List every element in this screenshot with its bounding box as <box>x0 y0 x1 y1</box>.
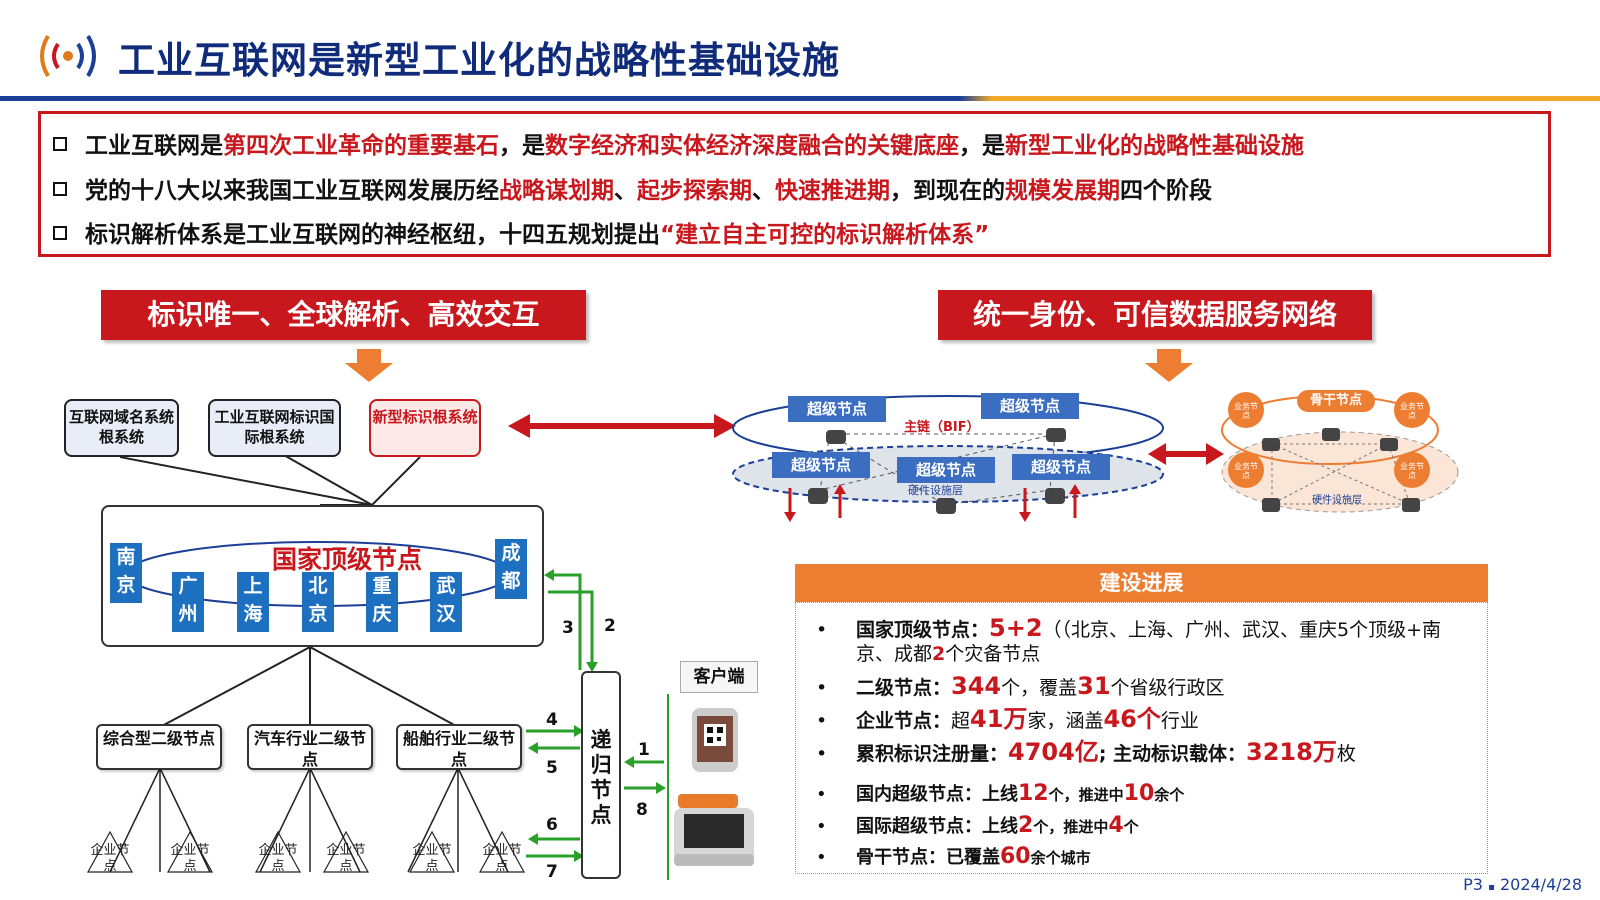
page-title: 工业互联网是新型工业化的战略性基础设施 <box>118 39 840 82</box>
hardware-layer-label: 硬件设施层 <box>908 484 963 497</box>
super-node-label: 超级节点 <box>772 452 870 478</box>
banner-right: 统一身份、可信数据服务网络 <box>938 290 1372 340</box>
node-chengdu: 成都 <box>495 539 527 599</box>
secondary-node-general: 综合型二级节点 <box>96 724 222 770</box>
root-dns: 互联网域名系统根系统 <box>64 399 179 457</box>
footer-separator: ▪ <box>1488 882 1495 893</box>
footer-date: 2024/4/28 <box>1499 875 1582 894</box>
node-wuhan: 武汉 <box>430 572 462 632</box>
intro-line-1: 工业互联网是第四次工业革命的重要基石，是数字经济和实体经济深度融合的关键底座，是… <box>53 126 1304 160</box>
enterprise-node-label: 企业节点 <box>326 843 366 874</box>
progress-item-backbone: •骨干节点：已覆盖60余个城市 <box>816 844 1091 869</box>
business-node-label: 业务节点 <box>1234 462 1258 480</box>
progress-item-domestic-super: •国内超级节点：上线12个，推进中10余个 <box>816 781 1185 806</box>
progress-item-secondary: •二级节点：344个，覆盖31个省级行政区 <box>816 672 1225 700</box>
secondary-node-ship: 船舶行业二级节点 <box>396 724 522 770</box>
client-label: 客户端 <box>680 661 758 693</box>
step-number: 4 <box>546 710 558 730</box>
root-new-identifier: 新型标识根系统 <box>369 399 481 457</box>
banner-left: 标识唯一、全球解析、高效交互 <box>101 290 586 340</box>
step-number: 6 <box>546 815 558 835</box>
super-node-label: 超级节点 <box>897 457 995 483</box>
node-shanghai: 上海 <box>237 572 269 632</box>
intro-box: 工业互联网是第四次工业革命的重要基石，是数字经济和实体经济深度融合的关键底座，是… <box>38 111 1551 257</box>
super-node-label: 超级节点 <box>981 393 1079 419</box>
main-chain-label: 主链（BIF） <box>904 420 980 435</box>
enterprise-node-label: 企业节点 <box>258 843 298 874</box>
business-node-label: 业务节点 <box>1400 462 1424 480</box>
step-number: 2 <box>604 616 616 636</box>
signal-icon <box>32 28 104 84</box>
national-title: 国家顶级节点 <box>272 545 423 574</box>
progress-item-national: •国家顶级节点：5+2（（北京、上海、广州、武汉、重庆5个顶级+南 <box>816 614 1442 642</box>
progress-item-registration: •累积标识注册量：4704亿; 主动标识载体：3218万枚 <box>816 738 1356 766</box>
enterprise-node-label: 企业节点 <box>170 843 210 874</box>
recursive-node-box <box>581 671 621 879</box>
step-number: 7 <box>546 862 558 882</box>
step-number: 3 <box>562 618 574 638</box>
progress-item-national-cont: 京、成都2个灾备节点 <box>856 643 1041 665</box>
phone-icon <box>688 706 746 774</box>
page-number: P3 <box>1463 875 1483 894</box>
intro-line-2: 党的十八大以来我国工业互联网发展历经战略谋划期、起步探索期、快速推进期，到现在的… <box>53 171 1212 205</box>
down-arrow-icon <box>345 349 393 382</box>
step-number: 1 <box>638 740 650 760</box>
node-chongqing: 重庆 <box>366 572 398 632</box>
footer: P3 ▪ 2024/4/28 <box>1463 875 1582 894</box>
enterprise-node-label: 企业节点 <box>412 843 452 874</box>
pos-terminal-icon <box>672 784 758 874</box>
checkbox-square-icon <box>53 182 67 196</box>
title-divider <box>0 96 1600 101</box>
enterprise-node-label: 企业节点 <box>482 843 522 874</box>
root-industrial-international: 工业互联网标识国际根系统 <box>208 399 341 457</box>
down-arrow-icon <box>1145 349 1193 382</box>
checkbox-square-icon <box>53 137 67 151</box>
node-nanjing: 南京 <box>110 543 142 603</box>
super-node-label: 超级节点 <box>788 396 886 422</box>
business-node-label: 业务节点 <box>1234 402 1258 420</box>
checkbox-square-icon <box>53 226 67 240</box>
business-node-label: 业务节点 <box>1400 402 1424 420</box>
super-node-label: 超级节点 <box>1012 454 1110 480</box>
secondary-node-auto: 汽车行业二级节点 <box>247 724 373 770</box>
hardware-layer-label-right: 硬件设施层 <box>1312 495 1362 506</box>
step-number: 8 <box>636 800 648 820</box>
node-guangzhou: 广州 <box>172 572 204 632</box>
national-top-level-box <box>101 505 544 647</box>
enterprise-node-label: 企业节点 <box>90 843 130 874</box>
step-number: 5 <box>546 758 558 778</box>
progress-item-enterprise: •企业节点：超41万家，涵盖46个行业 <box>816 705 1199 733</box>
recursive-node-label: 递归节点 <box>590 728 612 827</box>
progress-item-international-super: •国际超级节点：上线2个，推进中4个 <box>816 813 1139 838</box>
progress-panel: •国家顶级节点：5+2（（北京、上海、广州、武汉、重庆5个顶级+南 京、成都2个… <box>795 602 1488 874</box>
backbone-node-label: 骨干节点 <box>1297 390 1375 412</box>
node-beijing: 北京 <box>302 572 334 632</box>
intro-line-3: 标识解析体系是工业互联网的神经枢纽，十四五规划提出“建立自主可控的标识解析体系” <box>53 215 989 249</box>
progress-title: 建设进展 <box>795 564 1488 602</box>
